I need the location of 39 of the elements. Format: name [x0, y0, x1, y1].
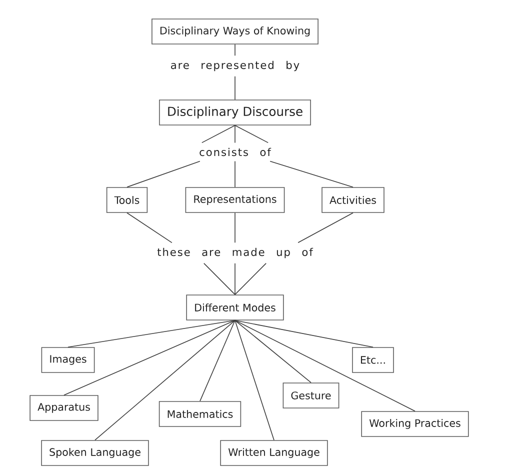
concept-box: Working Practices	[361, 411, 469, 437]
concept-box: Representations	[185, 187, 285, 213]
concept-box: Apparatus	[30, 395, 98, 421]
connector-line	[234, 125, 268, 144]
concept-box: Etc...	[352, 347, 394, 373]
concept-box: Different Modes	[186, 294, 284, 320]
connector-line	[234, 44, 236, 56]
connector-line	[270, 160, 354, 188]
connector-line	[204, 262, 236, 295]
connector-line	[234, 262, 266, 295]
linking-phrase: consists of	[200, 148, 272, 156]
concept-box: Written Language	[220, 440, 328, 466]
connector-line	[126, 212, 172, 244]
concept-box: Gesture	[282, 382, 340, 408]
concept-box: Disciplinary Discourse	[159, 100, 311, 126]
connector-line	[234, 160, 236, 188]
concept-box: Tools	[106, 187, 148, 213]
linking-phrase: are represented by	[171, 60, 300, 72]
connector-line	[68, 320, 236, 348]
concept-box: Mathematics	[158, 401, 242, 427]
connector-line	[234, 320, 274, 440]
connector-line	[200, 320, 236, 402]
connector-line	[234, 76, 236, 100]
connector-line	[126, 160, 200, 188]
connector-line	[234, 320, 374, 348]
connector-line	[64, 320, 236, 396]
connector-line	[202, 125, 236, 144]
connector-line	[234, 320, 416, 412]
connector-line	[234, 125, 236, 144]
connector-line	[234, 262, 236, 295]
linking-phrase: these are made up of	[157, 248, 314, 258]
concept-box: Images	[41, 347, 95, 373]
concept-box: Activities	[322, 187, 384, 213]
connector-line	[298, 212, 354, 244]
concept-box: Spoken Language	[41, 440, 149, 466]
connector-line	[94, 320, 236, 440]
concept-box: Disciplinary Ways of Knowing	[152, 18, 318, 44]
connector-line	[234, 320, 312, 383]
connector-line	[234, 212, 236, 244]
